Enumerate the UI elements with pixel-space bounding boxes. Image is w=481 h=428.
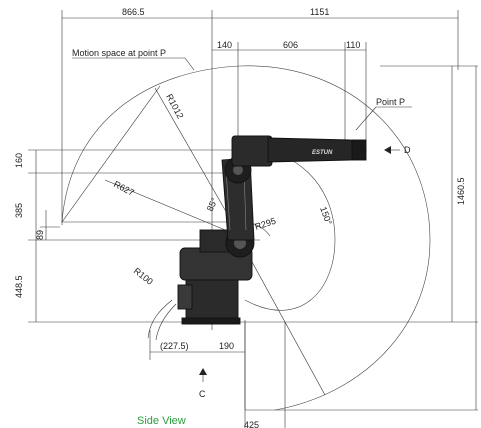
outer-envelope-arc	[61, 65, 431, 411]
dim-227-5: (227.5)	[160, 341, 189, 351]
dim-866-5: 866.5	[122, 7, 145, 17]
view-d-arrow: D	[384, 145, 411, 155]
bottom-dimensions: (227.5) 190 425	[149, 322, 286, 428]
radius-r627: R627	[112, 179, 136, 198]
dim-385: 385	[14, 203, 24, 218]
dim-1151: 1151	[310, 7, 329, 17]
view-d-label: D	[404, 145, 411, 155]
view-c-arrow: C	[199, 368, 207, 399]
robot-base	[185, 279, 239, 325]
brand-logo: ESTUN	[312, 150, 333, 156]
radius-r295: R295	[254, 216, 278, 232]
motion-envelope	[61, 65, 478, 411]
angle-85: 85°	[205, 196, 220, 213]
dim-425: 425	[244, 420, 259, 428]
top-dimensions: 866.5 1151 140 606 110	[61, 7, 459, 330]
dim-606: 606	[283, 40, 298, 50]
dim-110: 110	[346, 40, 360, 50]
left-dimensions: 160 385 89 448.5	[14, 149, 478, 323]
view-caption: Side View	[137, 415, 186, 427]
dim-160: 160	[14, 153, 24, 168]
radius-r1012: R1012	[164, 92, 185, 120]
motion-space-label: Motion space at point P	[72, 48, 166, 58]
dim-448-5: 448.5	[14, 275, 24, 298]
envelope-left-edge	[61, 85, 161, 223]
dim-140: 140	[217, 40, 232, 50]
angle-150: 150°	[318, 205, 334, 226]
base-cable	[147, 299, 173, 339]
right-dimensions: 1460.5 1872	[380, 65, 481, 410]
dim-89: 89	[35, 230, 45, 240]
dim-190: 190	[219, 341, 234, 351]
envelope-diagonal	[239, 239, 326, 396]
radius-r100: R100	[132, 266, 155, 287]
point-p-label: Point P	[376, 97, 405, 107]
dim-1460-5: 1460.5	[456, 177, 466, 205]
robot-arm: ESTUN	[147, 135, 367, 341]
view-c-label: C	[199, 389, 206, 399]
robot-elbow-housing	[231, 135, 273, 167]
callouts: Motion space at point P Point P D C	[72, 48, 412, 399]
